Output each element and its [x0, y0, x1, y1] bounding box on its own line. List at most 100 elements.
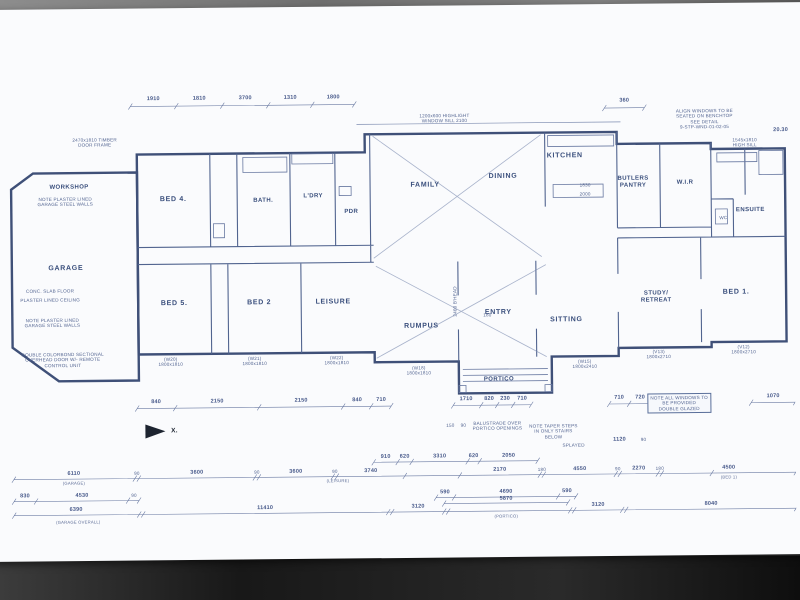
room-label-dining: DINING	[488, 172, 518, 181]
room-label-wir: W.I.R	[676, 179, 694, 186]
window-tag-v13: (V13) 1800x2710	[646, 349, 672, 360]
dim-a-5: 1710	[459, 396, 473, 403]
note-balustrade: BALUSTRADE OVER PORTICO OPENINGS	[472, 420, 523, 432]
dim-d-4: 3600	[289, 468, 303, 475]
dim-e-5: 590	[562, 488, 572, 495]
dim-d-1: 90	[134, 470, 140, 476]
room-label-bath: BATH.	[253, 197, 274, 204]
room-label-ldry: L'DRY	[303, 193, 323, 200]
dim-c-2: 3310	[433, 453, 447, 460]
dim-d-sub-1: (LEISURE)	[326, 478, 350, 484]
dim-f-0: 6390	[69, 506, 83, 513]
room-label-ensuite: ENSUITE	[735, 206, 765, 214]
fixtures	[213, 134, 784, 393]
window-tag-w21: (W21) 1800x1810	[242, 355, 268, 367]
dim-a-9: 710	[614, 394, 625, 401]
floor-plan: WORKSHOP GARAGE BED 4. BATH. L'DRY PDR F…	[4, 86, 797, 542]
dim-a-0: 840	[151, 399, 162, 406]
dim-a-2: 2150	[294, 397, 308, 404]
dim-f-1: 11410	[257, 504, 274, 512]
dim-c-0: 910	[380, 453, 391, 460]
dim-c-4: 2050	[502, 452, 516, 459]
room-label-sitting: SITTING	[550, 316, 583, 324]
window-tag-w15: (W15) 1800x2410	[572, 358, 598, 370]
room-label-bed5: BED 5.	[160, 299, 188, 308]
dim-a-1: 2150	[210, 398, 224, 405]
note-workshop-wall: NOTE PLASTER LINED GARAGE STEEL WALLS	[37, 196, 94, 208]
note-high-sill: 1545x1810 HIGH SILL	[732, 137, 757, 148]
dim-d-11: 2270	[632, 465, 646, 472]
dim-top-2: 3700	[238, 95, 252, 102]
dim-b-0: 150	[446, 422, 455, 428]
dim-bottom-label-garage-overall: (GARAGE OVERALL)	[56, 519, 101, 525]
window-tag-w22: (W22) 1800x1810	[324, 355, 350, 366]
dim-a-6: 820	[484, 395, 495, 402]
dim-d-2: 3600	[190, 469, 204, 476]
dim-d-13: 4500	[722, 464, 736, 471]
room-label-workshop: WORKSHOP	[49, 184, 89, 191]
room-label-portico: PORTICO	[483, 376, 515, 383]
dim-d-5: 90	[332, 468, 338, 474]
dim-d-sub-2: (BED 1)	[720, 474, 738, 480]
dim-top-3: 1310	[283, 94, 297, 101]
dim-d-7: 2170	[493, 466, 507, 473]
section-marker-label: X.	[171, 427, 178, 435]
dim-b-2: 1120	[613, 436, 626, 443]
window-tag-v12: (V12) 1800x2710	[731, 344, 756, 355]
room-label-butlers-pantry: BUTLERS PANTRY	[617, 175, 649, 189]
dim-a-7: 230	[500, 395, 511, 402]
dim-portico-overall: 5870	[499, 495, 513, 502]
room-label-study-retreat: STUDY/ RETREAT	[640, 290, 672, 304]
dim-d-3: 90	[254, 469, 260, 475]
dim-f-2: 3120	[411, 503, 425, 510]
dim-e-4: 4690	[499, 488, 513, 495]
room-label-leisure: LEISURE	[315, 298, 351, 306]
dim-f-4: 8040	[704, 500, 718, 507]
dim-c-3: 620	[468, 453, 479, 460]
window-tag-w20: (W20) 1800x1810	[158, 356, 184, 368]
kitchen-dim-1830: 1830	[579, 182, 591, 188]
section-marker-icon	[145, 424, 166, 439]
dim-e-0: 830	[20, 493, 30, 500]
dim-d-12: 180	[655, 465, 664, 471]
dim-d-0: 6110	[67, 470, 81, 477]
blueprint-paper: WORKSHOP GARAGE BED 4. BATH. L'DRY PDR F…	[0, 2, 800, 562]
plan-linework	[9, 101, 797, 519]
room-label-pdr: PDR	[344, 208, 359, 215]
note-garage-wall: NOTE PLASTER LINED GARAGE STEEL WALLS	[24, 317, 81, 329]
dim-a-11: 1070	[766, 393, 780, 400]
room-label-bed1: BED 1.	[722, 288, 750, 296]
dim-a-10: 720	[635, 394, 646, 401]
note-bulkhead: 2400 B'HEAD	[452, 286, 458, 317]
note-conc-slab: CONC. SLAB FLOOR	[25, 288, 75, 294]
note-double-glazed: NOTE ALL WINDOWS TO BE PROVIDED DOUBLE G…	[647, 392, 712, 414]
interior-walls	[137, 131, 786, 362]
dim-d-9: 4550	[573, 465, 587, 473]
room-label-garage: GARAGE	[48, 264, 84, 273]
dim-a-3: 840	[352, 397, 363, 404]
note-level-2030: 20.30	[773, 127, 788, 134]
room-label-kitchen: KITCHEN	[546, 152, 583, 160]
dim-b-3: 90	[640, 436, 647, 442]
dim-top-0: 1910	[146, 96, 160, 103]
dim-top-5: 360	[619, 97, 630, 104]
entry-wall-dim: 180	[483, 312, 492, 318]
dim-f-3: 3120	[591, 501, 605, 508]
note-align-windows: ALIGN WINDOWS TO BE SEATED ON BENCHTOP S…	[675, 107, 733, 130]
dim-b-1: 90	[460, 422, 467, 428]
note-garage-door: DOUBLE COLORBOND SECTIONAL OVERHEAD DOOR…	[21, 351, 104, 369]
room-label-wc: WC	[719, 215, 728, 221]
dim-e-3: 590	[440, 489, 450, 496]
dim-e-2: 90	[131, 492, 137, 498]
room-label-rumpus: RUMPUS	[404, 322, 439, 330]
dim-c-1: 620	[399, 453, 410, 460]
note-timber-door-frame: 2470x1810 TIMBER DOOR FRAME	[72, 137, 117, 149]
dim-top-4: 1800	[326, 94, 340, 101]
dim-e-1: 4530	[75, 492, 89, 499]
dim-a-8: 710	[517, 395, 528, 402]
window-tag-w18: (W18) 1800x1810	[406, 365, 432, 376]
setout-diagonals	[372, 134, 547, 359]
dimension-ticks	[11, 101, 797, 519]
note-plaster-ceiling: PLASTER LINED CEILING	[20, 297, 80, 303]
